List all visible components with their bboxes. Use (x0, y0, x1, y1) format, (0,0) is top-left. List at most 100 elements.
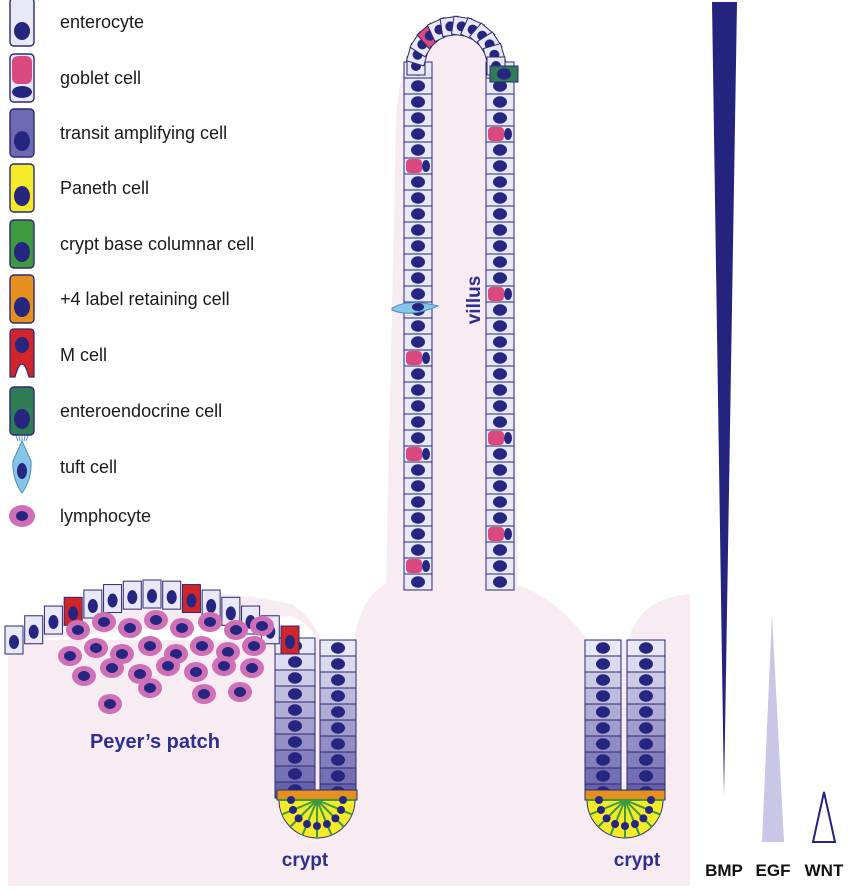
villus-right-cell-19 (485, 365, 515, 383)
lymphocyte-6 (224, 620, 248, 640)
villus-right-cell-4 (485, 125, 515, 143)
legend-label-enteroendocrine: enteroendocrine cell (60, 401, 222, 421)
legend-item-cbc: crypt base columnar cell (9, 219, 254, 269)
epithelium-layer (4, 15, 666, 839)
crypt-right-b-cell-5 (626, 719, 666, 737)
villus-left-cell-19 (403, 365, 433, 383)
legend-label-tuft: tuft cell (60, 457, 117, 477)
villus-left-cell-13 (403, 269, 433, 287)
crypt-right-a-cell-0 (584, 639, 622, 657)
enteroendocrine-icon (9, 386, 35, 436)
legend-label-transit: transit amplifying cell (60, 123, 227, 143)
villus-right-cell-16 (485, 317, 515, 335)
peyers-patch-label: Peyer’s patch (90, 731, 220, 753)
paneth-icon (9, 163, 35, 213)
plus4-icon (9, 274, 35, 324)
villus-left-cell-27 (403, 493, 433, 511)
lymphocyte-7 (250, 616, 274, 636)
villus-left-cell-17 (403, 333, 433, 351)
crypt-left-a-cell-2 (274, 669, 316, 687)
crypt-base-right (584, 789, 666, 839)
legend-item-plus4: +4 label retaining cell (9, 274, 230, 324)
legend-item-paneth: Paneth cell (9, 163, 149, 213)
villus-right-cell-11 (485, 237, 515, 255)
villus-right-cell-15 (485, 301, 515, 319)
lymphocyte-11 (138, 636, 162, 656)
legend-item-tuft: tuft cell (12, 435, 117, 494)
lymphocyte-20 (184, 662, 208, 682)
villus-left-cell-3 (403, 109, 433, 127)
villus-right-cell-31 (485, 557, 515, 575)
lymphocyte-1 (92, 612, 116, 632)
peyers-patch-lymphocytes (58, 610, 274, 714)
lymphocyte-0 (66, 620, 90, 640)
villus-right-cell-27 (485, 493, 515, 511)
villus-label: villus (464, 276, 485, 325)
lymphocyte-17 (100, 658, 124, 678)
crypt-left-a-cell-7 (274, 749, 316, 767)
lymphocyte-23 (98, 694, 122, 714)
goblet-icon (9, 53, 35, 103)
villus-left-cell-18 (403, 349, 433, 367)
legend-label-plus4: +4 label retaining cell (60, 289, 230, 309)
villus-left-cell-6 (403, 157, 433, 175)
villus-right-cell-30 (485, 541, 515, 559)
egf-label: EGF (756, 861, 791, 880)
crypt-left-b-cell-0 (319, 639, 357, 657)
lymphocyte-16 (72, 666, 96, 686)
crypt-right-a-cell-8 (584, 767, 622, 785)
legend-item-enterocyte: enterocyte (9, 0, 144, 47)
villus-right-cell-3 (485, 109, 515, 127)
crypt-left-a-cell-6 (274, 733, 316, 751)
villus-right-cell-6 (485, 157, 515, 175)
lymphocyte-24 (138, 678, 162, 698)
crypt-right-b-cell-3 (626, 687, 666, 705)
villus-left-cell-9 (403, 205, 433, 223)
crypt-left-a-cell-5 (274, 717, 316, 735)
villus-left-cell-23 (403, 429, 433, 447)
crypt-left-b-cell-4 (319, 703, 357, 721)
crypt-right-b-cell-1 (626, 655, 666, 673)
villus-left-cell-29 (403, 525, 433, 543)
crypt-right-b-cell-7 (626, 751, 666, 769)
enteroendocrine-cell (489, 65, 519, 83)
mcell-icon (9, 328, 35, 378)
legend: enterocyte goblet cell transit amplifying … (9, 0, 254, 527)
lymphocyte-26 (228, 682, 252, 702)
legend-item-goblet: goblet cell (9, 53, 141, 103)
crypt-left-b-cell-6 (319, 735, 357, 753)
villus-left-cell-11 (403, 237, 433, 255)
crypt-right-a-cell-1 (584, 655, 622, 673)
villus-right-cell-2 (485, 93, 515, 111)
lymphocyte-4 (170, 618, 194, 638)
villus-left-cell-21 (403, 397, 433, 415)
villus-right-cell-10 (485, 221, 515, 239)
villus-right-cell-12 (485, 253, 515, 271)
crypt-right-b-cell-2 (626, 671, 666, 689)
crypt-left-b-cell-8 (319, 767, 357, 785)
villus-left-cell-5 (403, 141, 433, 159)
egf-gradient-wedge (762, 614, 784, 842)
bmp-label: BMP (705, 861, 743, 880)
villus-right-cell-23 (485, 429, 515, 447)
villus-left-cell-28 (403, 509, 433, 527)
villus-right-cell-17 (485, 333, 515, 351)
lymphocyte-25 (192, 684, 216, 704)
villus-left-cell-26 (403, 477, 433, 495)
crypt-label-right: crypt (614, 850, 661, 871)
villus-right-cell-8 (485, 189, 515, 207)
villus-right-cell-25 (485, 461, 515, 479)
villus-left-cell-30 (403, 541, 433, 559)
villus-left-cell-4 (403, 125, 433, 143)
lymphocyte-19 (156, 656, 180, 676)
crypt-right-b-cell-0 (626, 639, 666, 657)
crypt-left-b-cell-5 (319, 719, 357, 737)
crypt-label-left: crypt (282, 850, 329, 871)
crypt-left-b-cell-2 (319, 671, 357, 689)
crypt-left-a-cell-8 (274, 765, 316, 783)
lymphocyte-22 (240, 658, 264, 678)
crypt-right-a-cell-3 (584, 687, 622, 705)
crypt-right-b-cell-6 (626, 735, 666, 753)
villus-right-cell-9 (485, 205, 515, 223)
